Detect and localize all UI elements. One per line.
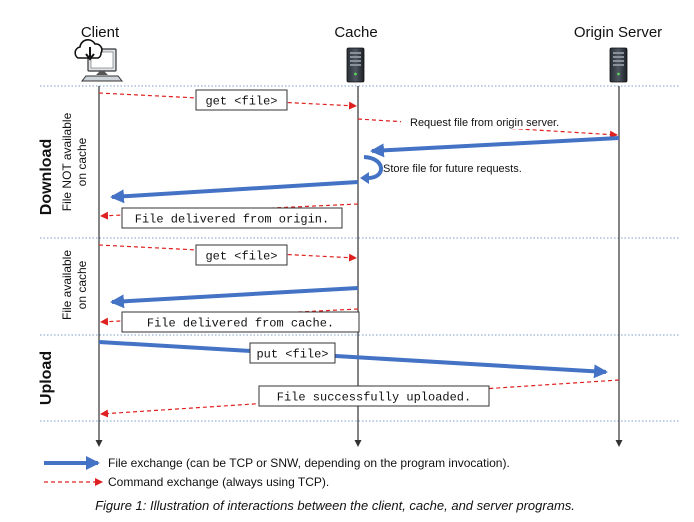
message-box-get2 <box>195 244 288 266</box>
actor-client-label: Client <box>81 24 120 41</box>
message-box-get1 <box>195 89 288 111</box>
actor-origin-label: Origin Server <box>574 24 662 41</box>
phase-upload-label: Upload <box>38 351 55 405</box>
message-box-delivered-cache <box>121 311 360 333</box>
message-get1: get <file> <box>205 95 277 109</box>
message-delivered-cache: File delivered from cache. <box>147 317 334 331</box>
message-get2: get <file> <box>205 250 277 264</box>
legend-file-exchange: File exchange (can be TCP or SNW, depend… <box>108 456 510 470</box>
message-box-delivered-origin <box>121 207 343 229</box>
store-loop-arrow <box>363 155 383 180</box>
subphase-not-available-line2: on cache <box>75 137 89 186</box>
figure-caption: Figure 1: Illustration of interactions b… <box>95 498 575 513</box>
cloud-download-icon <box>74 39 103 61</box>
file-arrow-cache-to-client <box>110 180 359 204</box>
subphase-not-available-line1: File NOT available <box>60 112 74 211</box>
cache-server-icon <box>346 47 365 83</box>
message-uploaded: File successfully uploaded. <box>277 391 471 405</box>
legend-command-exchange: Command exchange (always using TCP). <box>108 475 329 489</box>
file-arrow-cache-to-client-2 <box>110 286 359 309</box>
message-put: put <file> <box>256 348 328 362</box>
actor-cache-label: Cache <box>334 24 377 41</box>
message-box-uploaded <box>258 385 490 407</box>
message-box-put <box>249 342 336 364</box>
subphase-available-line1: File available <box>60 250 74 320</box>
origin-server-icon <box>609 47 628 83</box>
phase-download-label: Download <box>38 139 55 215</box>
message-delivered-origin: File delivered from origin. <box>135 213 329 227</box>
file-arrow-client-to-origin <box>98 340 608 379</box>
message-request-origin: Request file from origin server. <box>410 117 559 129</box>
subphase-available-line2: on cache <box>75 260 89 309</box>
file-arrow-origin-to-cache <box>370 136 620 158</box>
message-store-file: Store file for future requests. <box>383 163 522 175</box>
